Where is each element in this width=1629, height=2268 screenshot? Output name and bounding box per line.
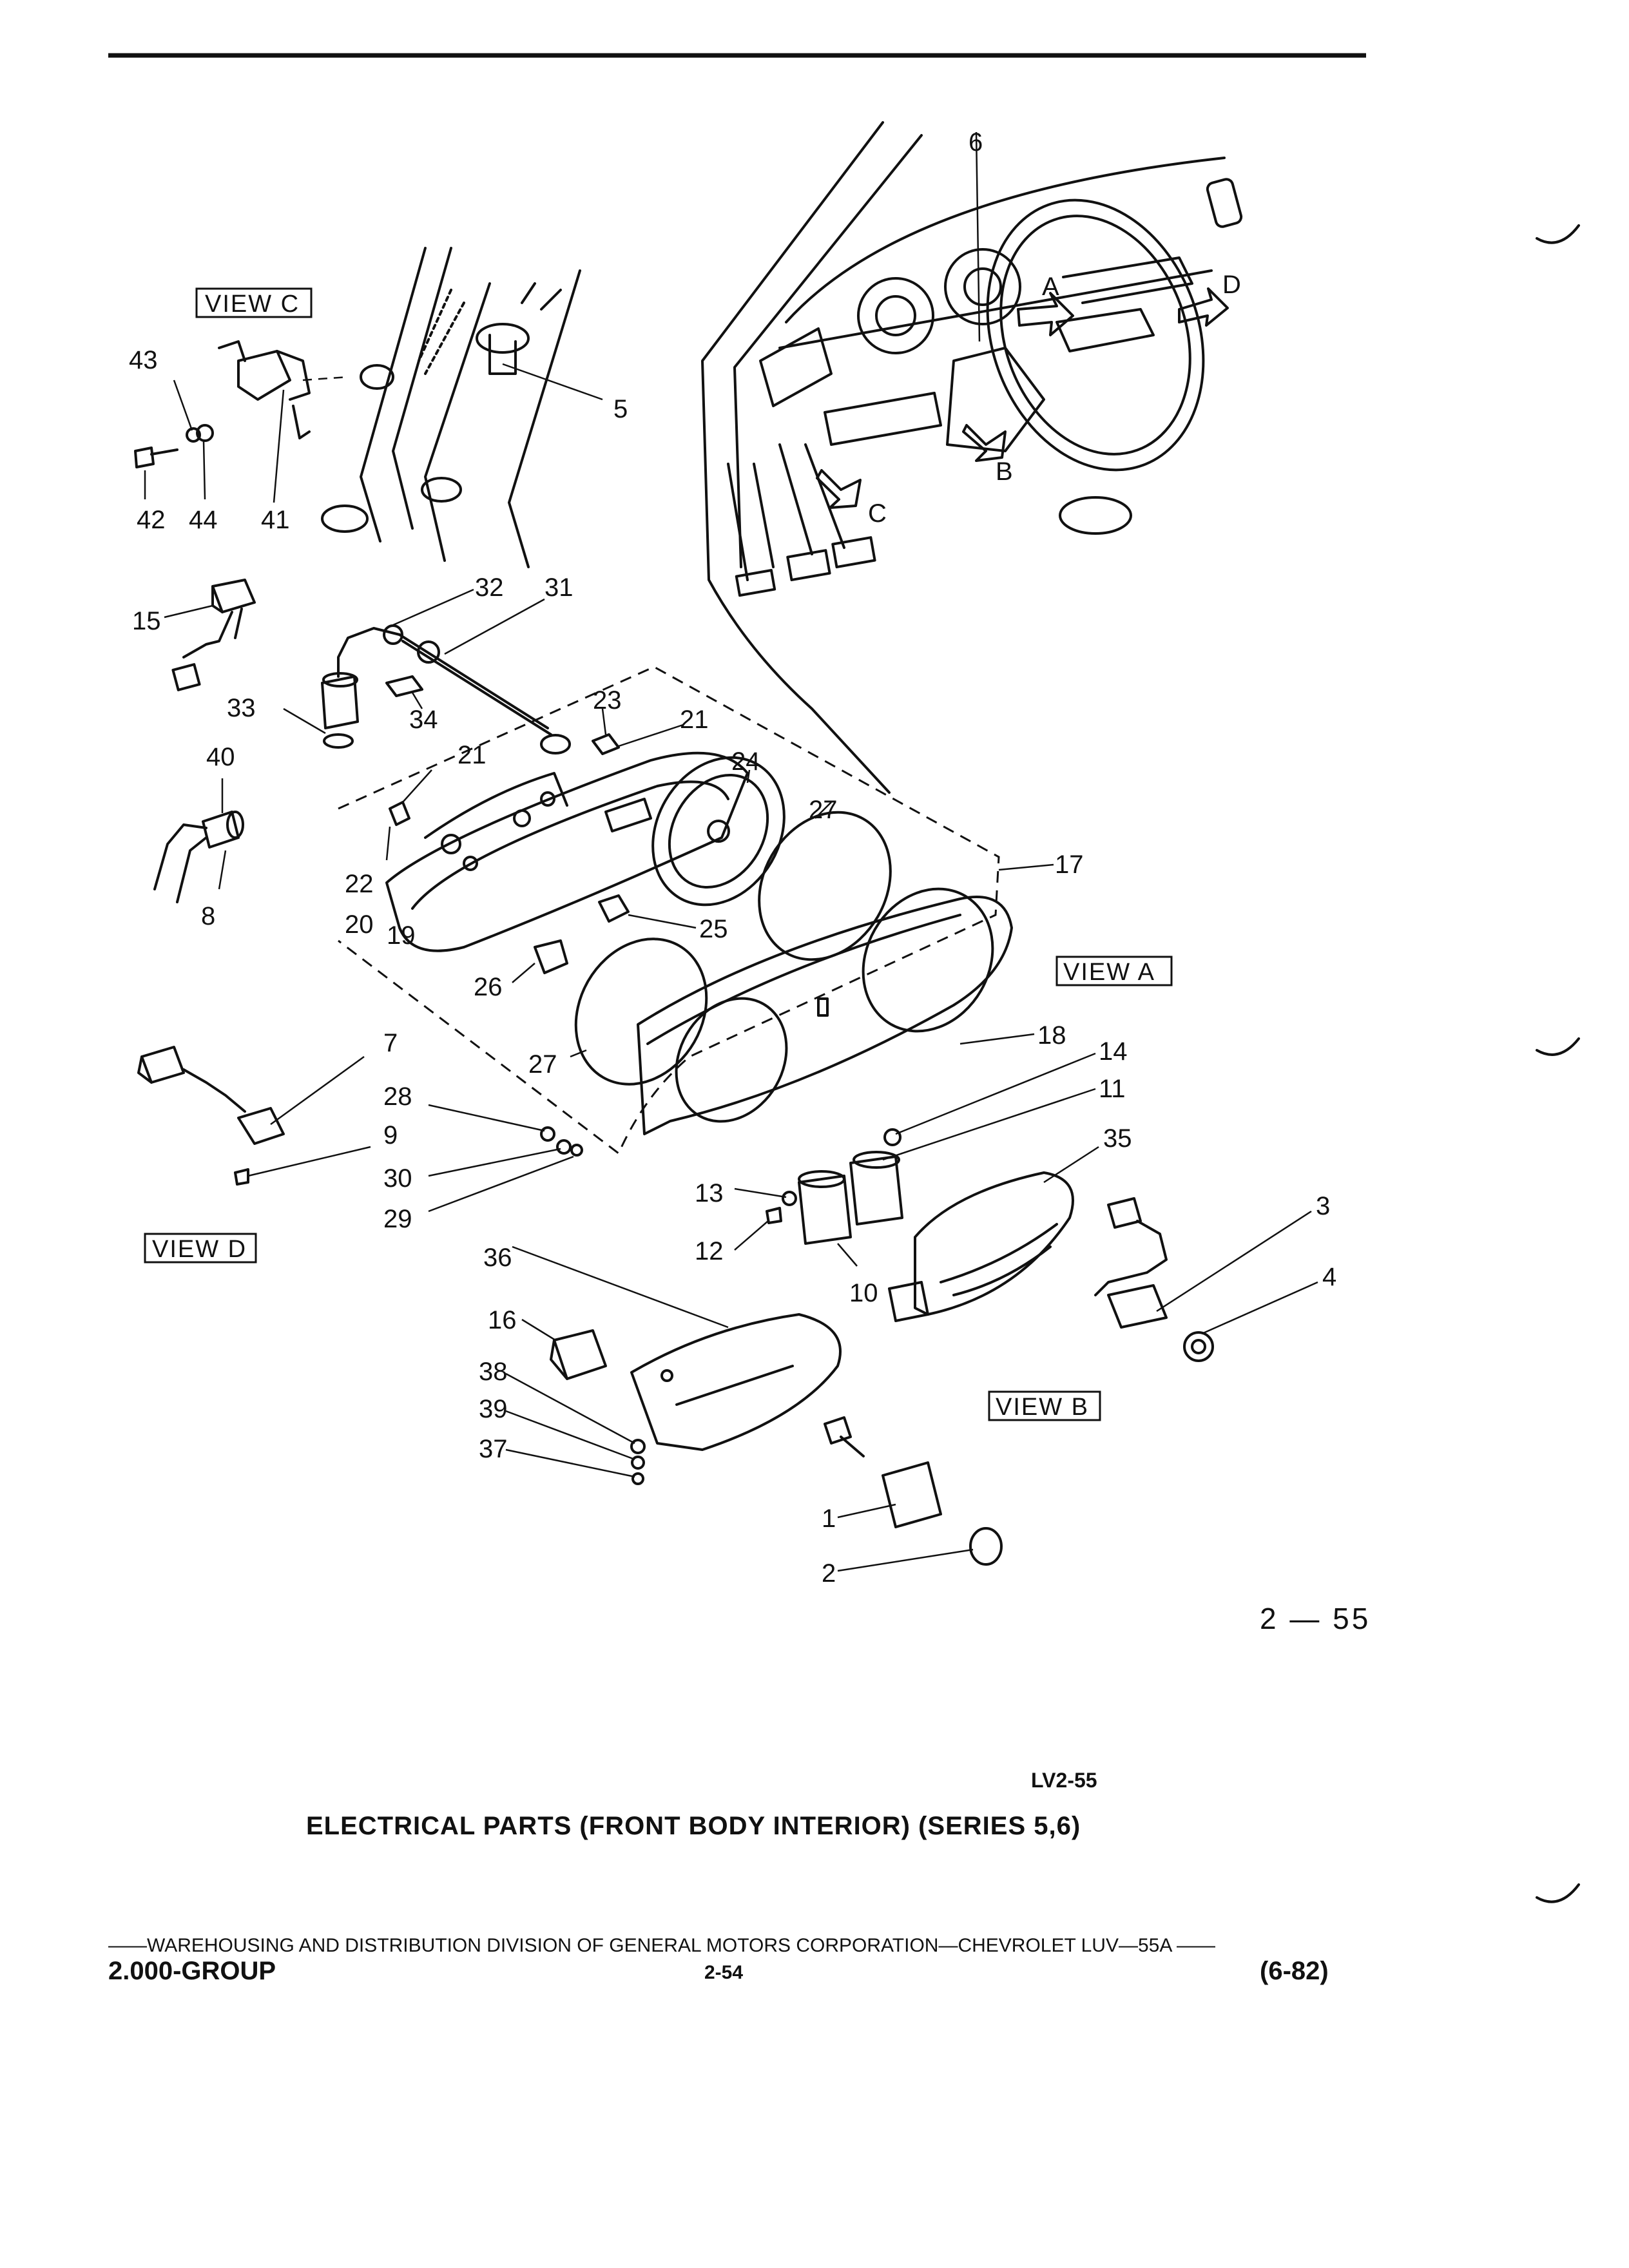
callout-39: 39 bbox=[479, 1395, 508, 1423]
callout-41: 41 bbox=[261, 506, 290, 534]
callout-43: 43 bbox=[129, 346, 158, 374]
callout-33: 33 bbox=[227, 694, 256, 722]
figure-title: ELECTRICAL PARTS (FRONT BODY INTERIOR) (… bbox=[306, 1812, 1081, 1840]
lower-left-parts bbox=[505, 1245, 842, 1485]
callout-44: 44 bbox=[189, 506, 218, 534]
footer-group: 2.000-GROUP bbox=[108, 1957, 276, 1985]
callout-13: 13 bbox=[695, 1179, 724, 1207]
callout-8: 8 bbox=[201, 902, 215, 930]
footer-page: 2-54 bbox=[704, 1962, 744, 1983]
callout-22: 22 bbox=[345, 870, 374, 898]
view-d-illustration bbox=[137, 1046, 583, 1213]
callout-7: 7 bbox=[383, 1029, 398, 1057]
view-c-box bbox=[195, 287, 313, 318]
gauges bbox=[734, 1052, 1096, 1267]
callout-2: 2 bbox=[822, 1559, 836, 1588]
binding-mark bbox=[1536, 224, 1580, 244]
callout-C: C bbox=[868, 499, 887, 528]
callout-14: 14 bbox=[1099, 1037, 1128, 1066]
callout-A: A bbox=[1042, 273, 1059, 301]
view-b-illustration bbox=[824, 1146, 1318, 1572]
left-parts bbox=[153, 579, 423, 903]
view-c-illustration bbox=[134, 247, 603, 568]
callout-26: 26 bbox=[474, 973, 503, 1001]
callout-21: 21 bbox=[458, 741, 487, 769]
dashboard-illustration bbox=[701, 121, 1243, 794]
callout-34: 34 bbox=[409, 706, 438, 734]
callout-37: 37 bbox=[479, 1435, 508, 1463]
callout-15: 15 bbox=[132, 607, 161, 635]
cluster-assembly bbox=[338, 666, 1054, 1155]
callout-36: 36 bbox=[483, 1244, 512, 1272]
view-a-box bbox=[1055, 956, 1173, 986]
callout-4: 4 bbox=[1322, 1263, 1336, 1291]
callout-40: 40 bbox=[206, 743, 235, 771]
callout-42: 42 bbox=[137, 506, 166, 534]
callout-20: 20 bbox=[345, 910, 374, 939]
view-label: VIEW B bbox=[996, 1394, 1089, 1421]
callout-5: 5 bbox=[613, 395, 628, 423]
callout-12: 12 bbox=[695, 1237, 724, 1265]
callout-24: 24 bbox=[731, 747, 760, 776]
callout-30: 30 bbox=[383, 1164, 412, 1193]
callout-16: 16 bbox=[488, 1306, 517, 1334]
callout-35: 35 bbox=[1103, 1124, 1132, 1153]
binding-mark bbox=[1536, 1883, 1580, 1903]
callout-27: 27 bbox=[809, 796, 838, 824]
view-b-box bbox=[988, 1390, 1101, 1421]
callout-28: 28 bbox=[383, 1082, 412, 1111]
callout-3: 3 bbox=[1316, 1192, 1330, 1220]
binding-mark bbox=[1536, 1037, 1580, 1056]
callout-17: 17 bbox=[1055, 850, 1084, 879]
callout-32: 32 bbox=[475, 573, 504, 602]
callout-1: 1 bbox=[822, 1504, 836, 1533]
callout-31: 31 bbox=[545, 573, 574, 602]
callout-25: 25 bbox=[699, 915, 728, 943]
callout-21: 21 bbox=[680, 706, 709, 734]
page-number: 2 — 55 bbox=[1260, 1602, 1371, 1635]
callout-9: 9 bbox=[383, 1121, 398, 1149]
view-label: VIEW A bbox=[1063, 959, 1155, 986]
callout-23: 23 bbox=[593, 686, 622, 715]
speedometer-cable bbox=[383, 588, 571, 754]
view-label: VIEW C bbox=[205, 291, 300, 318]
callout-11: 11 bbox=[1099, 1075, 1126, 1103]
callout-D: D bbox=[1222, 271, 1241, 299]
callout-38: 38 bbox=[479, 1358, 508, 1386]
callout-27: 27 bbox=[528, 1050, 557, 1079]
callout-18: 18 bbox=[1037, 1021, 1066, 1050]
callout-10: 10 bbox=[849, 1279, 878, 1307]
callout-19: 19 bbox=[387, 921, 416, 950]
callout-B: B bbox=[996, 457, 1013, 486]
callout-6: 6 bbox=[969, 128, 983, 157]
callout-29: 29 bbox=[383, 1205, 412, 1233]
figure-code: LV2-55 bbox=[1031, 1769, 1097, 1792]
footer-line: ——WAREHOUSING AND DISTRIBUTION DIVISION … bbox=[108, 1935, 1216, 1956]
view-d-box bbox=[144, 1233, 257, 1264]
footer-date: (6-82) bbox=[1260, 1957, 1329, 1985]
view-label: VIEW D bbox=[152, 1236, 247, 1263]
